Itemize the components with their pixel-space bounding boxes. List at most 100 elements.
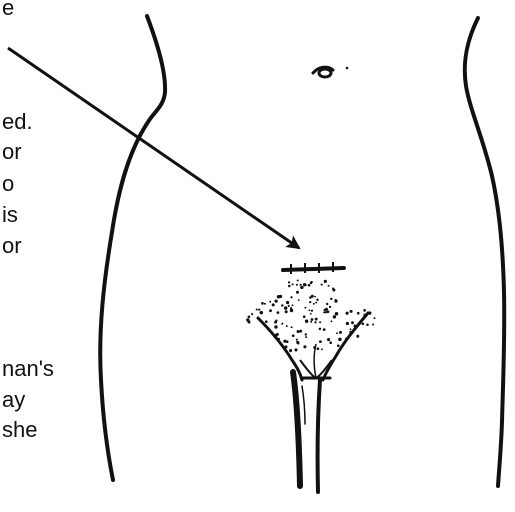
stipple-dot	[332, 288, 335, 291]
stipple-dot	[300, 286, 303, 289]
stipple-dot	[272, 303, 275, 306]
stipple-dot	[292, 334, 295, 337]
stipple-dot	[299, 330, 302, 333]
right-inner-thigh	[318, 380, 320, 492]
left-body-outline	[100, 16, 165, 480]
stipple-dot	[283, 340, 286, 343]
stipple-dot	[338, 338, 341, 341]
stipple-dot	[315, 302, 317, 304]
stipple-dot	[329, 341, 332, 344]
stipple-dot	[363, 309, 366, 312]
stipple-dot	[317, 347, 320, 350]
stipple-dot	[334, 299, 337, 302]
incision-scar	[283, 262, 344, 274]
stipple-dot	[328, 285, 330, 287]
stipple-dot	[269, 301, 271, 303]
right-groin-line	[323, 313, 368, 380]
stipple-dot	[356, 335, 359, 338]
stipple-dot	[311, 310, 313, 312]
stipple-dot	[311, 318, 314, 321]
stipple-dot	[286, 325, 288, 327]
stipple-dot	[366, 323, 369, 326]
stipple-dot	[292, 304, 294, 306]
stipple-dot	[289, 349, 292, 352]
left-inner-thigh	[293, 372, 300, 486]
stipple-dot	[310, 282, 312, 284]
stipple-dot	[335, 312, 339, 316]
pubic-hair-stipple	[246, 279, 375, 352]
stipple-dot	[319, 321, 321, 323]
stipple-dot	[310, 321, 312, 323]
stipple-dot	[284, 306, 287, 309]
stipple-dot	[372, 323, 374, 325]
stipple-dot	[308, 284, 311, 287]
stipple-dot	[324, 280, 327, 283]
stipple-dot	[274, 299, 277, 302]
stipple-dot	[336, 332, 338, 334]
stipple-dot	[256, 309, 258, 311]
stipple-dot	[281, 323, 283, 325]
stipple-dot	[319, 340, 322, 343]
stipple-dot	[291, 326, 293, 328]
stipple-dot	[304, 307, 306, 309]
stipple-dot	[290, 296, 292, 298]
stipple-dot	[290, 307, 292, 309]
navel	[313, 67, 348, 77]
stipple-dot	[264, 303, 266, 305]
stipple-dot	[297, 330, 300, 333]
stipple-dot	[333, 315, 336, 318]
stipple-dot	[298, 343, 300, 345]
stipple-dot	[346, 322, 349, 325]
stipple-dot	[321, 284, 323, 286]
stipple-dot	[285, 310, 288, 313]
stipple-dot	[309, 309, 311, 311]
stipple-dot	[339, 331, 342, 334]
stipple-dot	[303, 283, 306, 286]
stipple-dot	[288, 305, 290, 307]
stipple-dot	[277, 311, 280, 314]
stipple-dot	[361, 322, 364, 325]
stipple-dot	[327, 338, 330, 341]
stipple-dot	[310, 313, 312, 315]
stipple-dot	[337, 344, 340, 347]
stipple-dot	[247, 320, 250, 323]
stipple-dot	[357, 312, 360, 315]
stipple-dot	[258, 309, 260, 311]
stipple-dot	[248, 316, 251, 319]
stipple-dot	[326, 303, 328, 305]
stipple-dot	[305, 333, 307, 335]
stipple-dot	[309, 296, 312, 299]
stipple-dot	[298, 299, 300, 301]
stipple-dot	[309, 301, 311, 303]
stipple-dot	[292, 283, 294, 285]
stipple-dot	[265, 320, 268, 323]
stipple-dot	[330, 320, 332, 322]
stipple-dot	[260, 311, 264, 315]
stipple-dot	[294, 348, 297, 351]
stipple-dot	[374, 317, 376, 319]
stipple-dot	[314, 321, 316, 323]
stipple-dot	[350, 328, 352, 330]
stipple-dot	[300, 284, 302, 286]
stipple-dot	[319, 328, 322, 331]
stipple-dot	[281, 304, 283, 306]
stipple-dot	[315, 318, 318, 321]
stipple-dot	[288, 281, 290, 283]
stipple-dot	[327, 310, 330, 313]
stipple-dot	[261, 302, 264, 305]
stipple-dot	[314, 296, 316, 298]
left-inner-thigh-shade	[302, 386, 305, 424]
stipple-dot	[296, 284, 298, 286]
stipple-dot	[321, 348, 323, 350]
stipple-dot	[296, 339, 298, 341]
stipple-dot	[351, 321, 354, 324]
stipple-dot	[323, 328, 326, 331]
pointer-arrow	[8, 48, 299, 248]
stipple-dot	[313, 303, 315, 305]
stipple-dot	[305, 319, 308, 322]
stipple-dot	[297, 279, 299, 281]
stipple-dot	[346, 312, 349, 315]
stipple-dot	[274, 325, 277, 328]
right-body-outline	[465, 18, 505, 486]
